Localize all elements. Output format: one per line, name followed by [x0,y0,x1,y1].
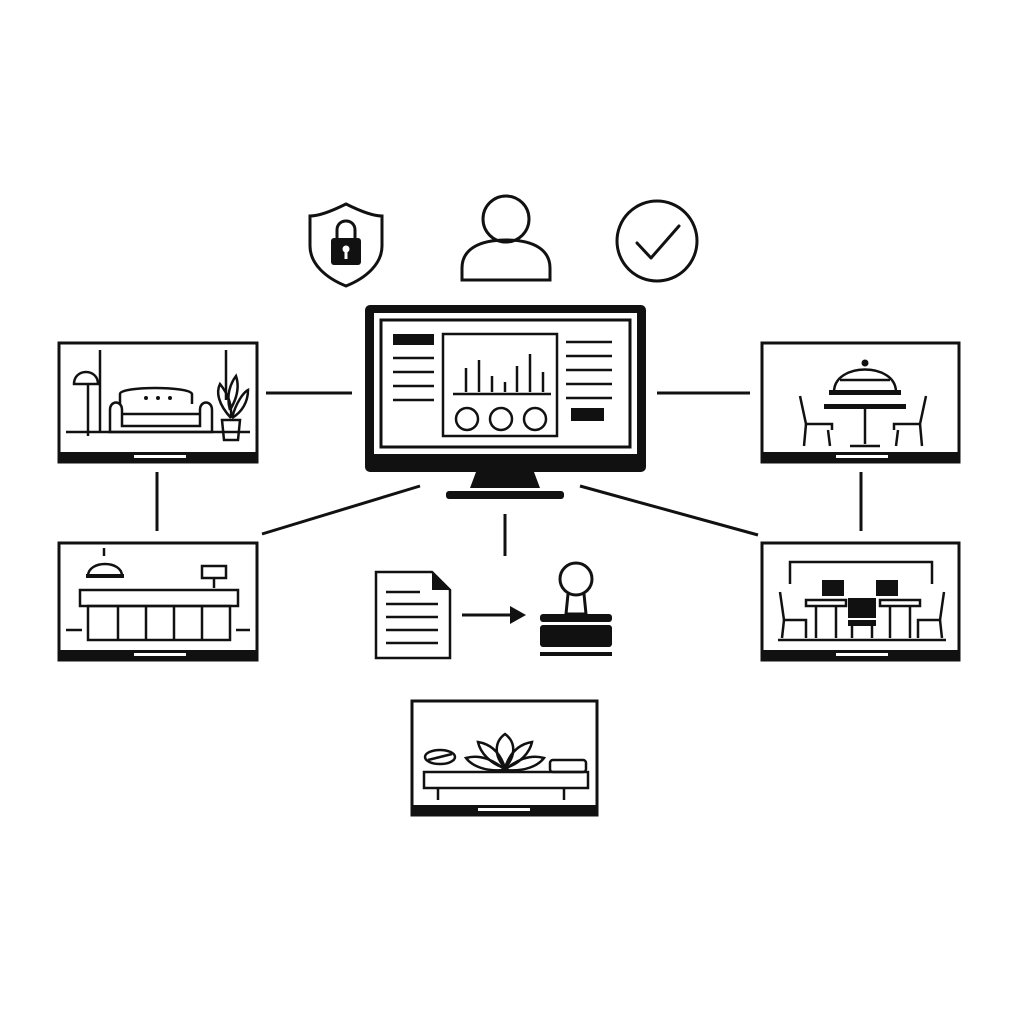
connector-hub-reception [261,484,421,536]
node-workspace [760,541,961,662]
node-dining [760,341,961,464]
monitor-dashboard-icon [365,305,646,499]
stamp-icon [540,561,612,656]
spa-lotus-icon [422,732,590,800]
user-icon [460,194,552,282]
bar-chart-icon [464,354,545,392]
reception-desk-icon [66,548,250,642]
shield-lock-icon [308,202,384,288]
node-spa [410,699,599,817]
dining-table-icon [798,359,928,448]
document-icon [374,570,452,660]
workspace-desks-icon [778,560,946,642]
connector-lines [155,391,863,556]
node-lounge [57,341,259,464]
check-circle-icon [615,199,699,283]
connector-hub-workspace [579,484,759,537]
lounge-sofa-icon [66,350,250,442]
node-reception [57,541,259,662]
arrow-right-icon [462,606,526,624]
